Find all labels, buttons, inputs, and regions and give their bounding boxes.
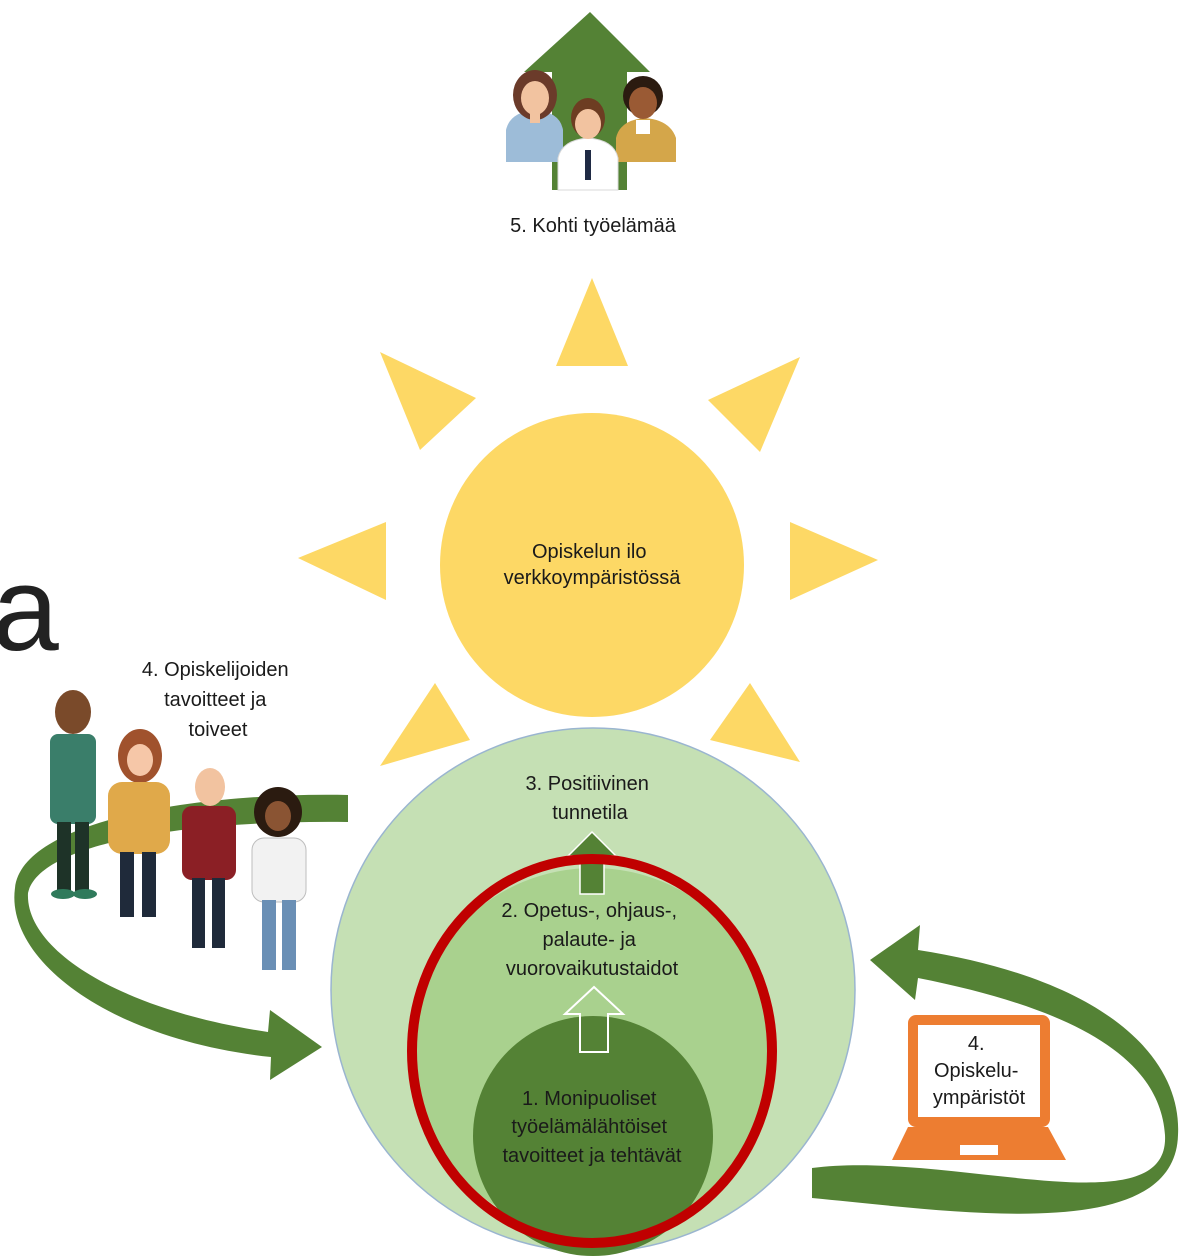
highlight-ring (407, 854, 777, 1248)
positive-mood-label: 3. Positiivinen tunnetila (526, 773, 655, 824)
career-label: 5. Kohti työelämää (510, 215, 677, 237)
skills-label: 2. Opetus-, ohjaus-, palaute- ja vuorova… (501, 900, 682, 980)
core-label: 1. Monipuoliset työelämälähtöiset tavoit… (502, 1088, 681, 1167)
students-label: 4. Opiskelijoiden tavoitteet ja toiveet (142, 659, 294, 741)
sun-ray (790, 522, 878, 600)
curved-arrow-icon (14, 794, 348, 1080)
sun-ray (380, 683, 470, 766)
sun-label: Opiskelun ilo verkkoympäristössä (504, 541, 682, 589)
career-people-icon (506, 70, 676, 191)
career-arrow (506, 12, 676, 191)
sun-ray (380, 352, 476, 450)
edge-glyph: a (0, 542, 59, 676)
sun-ray (710, 683, 800, 762)
left-curved-arrow (14, 794, 348, 1080)
upward-outline-arrow-icon (562, 985, 626, 1053)
sun-ray (556, 278, 628, 366)
laptop-icon (892, 1015, 1066, 1160)
curved-arrow-icon (812, 925, 1179, 1214)
sun-ray (708, 357, 800, 452)
sun-rays (298, 278, 878, 766)
sun-ray (298, 522, 386, 600)
students-icon (50, 690, 307, 970)
core-circle (473, 1016, 713, 1256)
right-curved-arrow (812, 925, 1179, 1214)
laptop-label: 4. Opiskelu- ympäristöt (933, 1033, 1026, 1109)
sun-circle (440, 413, 744, 717)
